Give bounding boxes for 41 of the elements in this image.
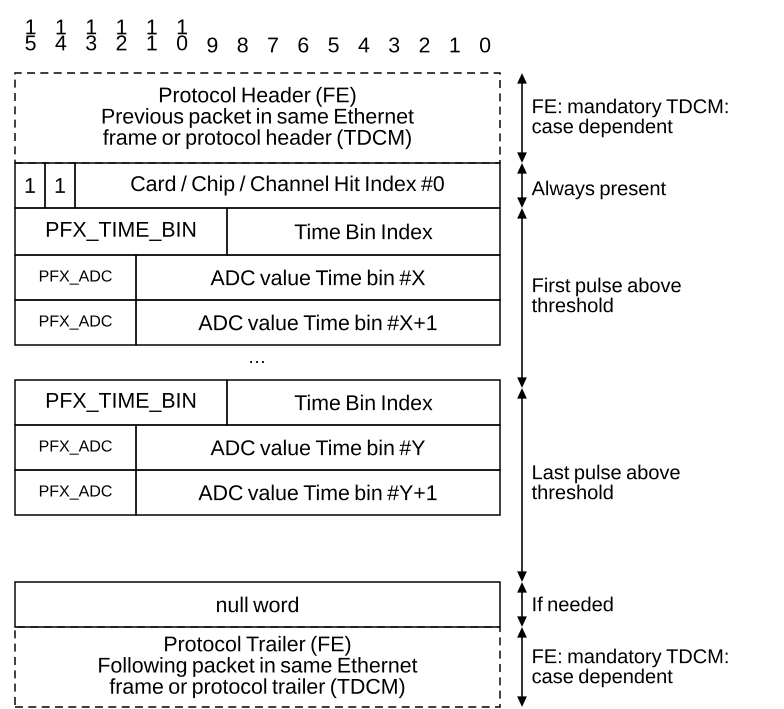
bit-number: 0: [480, 37, 490, 53]
bit-number: 2: [420, 38, 430, 52]
bit-number: 7: [268, 38, 278, 52]
field-cell: 1: [44, 162, 76, 209]
span-note: Last pulse above threshold: [532, 464, 680, 500]
ellipsis: …: [250, 361, 264, 363]
bit-number: 1 5: [26, 20, 36, 50]
field-cell: Card / Chip / Channel Hit Index #0: [74, 162, 501, 209]
field-cell: PFX_ADC: [14, 469, 137, 516]
field-cell: ADC value Time bin #X+1: [135, 299, 501, 346]
span-note: FE: mandatory TDCM: case dependent: [532, 98, 728, 138]
dashed-box: Protocol Trailer (FE) Following packet in same Ethernet frame or protocol trailer (TDCM): [14, 626, 501, 708]
bit-number: 1 2: [116, 20, 126, 50]
bit-number: 8: [238, 37, 248, 53]
field-cell: PFX_ADC: [14, 424, 137, 471]
span-note: First pulse above threshold: [532, 278, 681, 312]
dashed-box: Protocol Header (FE) Previous packet in same Ethernet frame or protocol header (TDCM): [14, 72, 501, 164]
field-cell: Time Bin Index: [226, 379, 501, 426]
bit-number: 4: [358, 38, 370, 52]
field-cell: PFX_TIME_BIN: [14, 379, 228, 426]
field-cell: ADC value Time bin #Y: [135, 424, 501, 471]
bit-number: 6: [298, 37, 308, 53]
bit-number: 3: [389, 37, 400, 53]
field-cell: ADC value Time bin #Y+1: [135, 469, 501, 516]
bit-number: 1 4: [55, 20, 66, 50]
bit-number: 5: [328, 38, 339, 52]
bit-number: 1 3: [86, 20, 96, 50]
field-cell: PFX_TIME_BIN: [14, 207, 228, 256]
field-cell: Time Bin Index: [226, 207, 501, 256]
bit-number: 1: [450, 38, 460, 52]
span-note: If needed: [533, 596, 613, 612]
span-note: FE: mandatory TDCM: case dependent: [532, 648, 728, 688]
field-cell: PFX_ADC: [14, 299, 137, 346]
span-note: Always present: [532, 180, 666, 200]
bit-number: 1 0: [177, 20, 188, 50]
field-cell: 1: [14, 162, 46, 209]
field-cell: null word: [14, 581, 501, 628]
field-cell: PFX_ADC: [14, 254, 137, 301]
bit-number: 9: [207, 37, 218, 53]
field-cell: ADC value Time bin #X: [135, 254, 501, 301]
bit-number: 1 1: [148, 20, 157, 50]
